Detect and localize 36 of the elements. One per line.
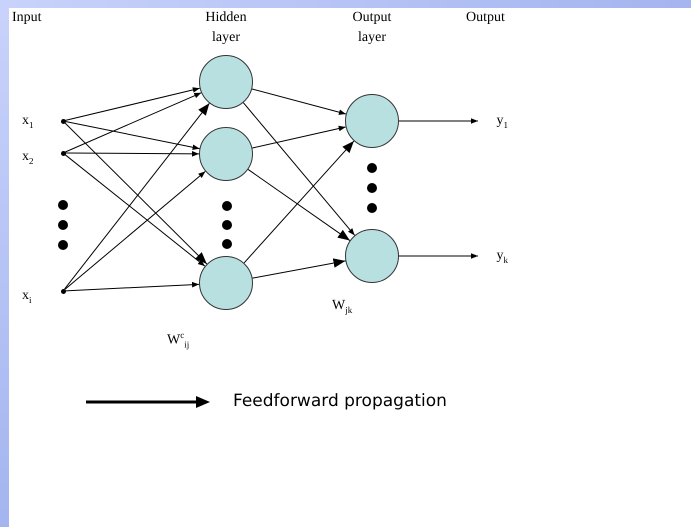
neuron-circle: [345, 94, 399, 148]
arrow: [64, 87, 200, 121]
input-label: x$_{2}$: [22, 148, 34, 168]
input-dot: [60, 150, 66, 156]
arrow: [65, 151, 200, 157]
column-heading: Input: [12, 9, 42, 27]
arrow: [64, 92, 202, 152]
column-heading: Output layer: [352, 9, 392, 47]
output-label: y$_{k}$: [478, 245, 508, 267]
weight-label: W$_{jk}$: [332, 297, 352, 317]
neuron-circle: [345, 229, 399, 283]
output-label: y$_{1}$: [478, 110, 508, 132]
arrow: [398, 253, 478, 259]
column-heading: Output: [466, 9, 505, 27]
arrow: [65, 282, 200, 292]
arrow: [244, 140, 354, 264]
arrow: [252, 126, 346, 149]
input-dot: [60, 288, 66, 294]
neuron-circle: [199, 256, 253, 310]
arrow: [64, 170, 206, 290]
neuron-circle: [199, 55, 253, 109]
input-dot: [60, 118, 66, 124]
arrow: [252, 88, 346, 115]
arrow: [242, 102, 356, 236]
arrow: [64, 121, 200, 150]
column-heading: Hidden layer: [204, 9, 248, 47]
arrow: [252, 258, 346, 279]
arrow: [64, 154, 206, 267]
input-label: x$_{i}$: [22, 287, 32, 307]
input-label: x$_{1}$: [22, 112, 34, 132]
legend-text: Feedforward propagation: [233, 390, 447, 412]
arrow: [64, 122, 208, 264]
neuron-circle: [199, 127, 253, 181]
arrow: [248, 168, 350, 242]
arrow: [398, 118, 478, 124]
arrow: [64, 102, 210, 290]
